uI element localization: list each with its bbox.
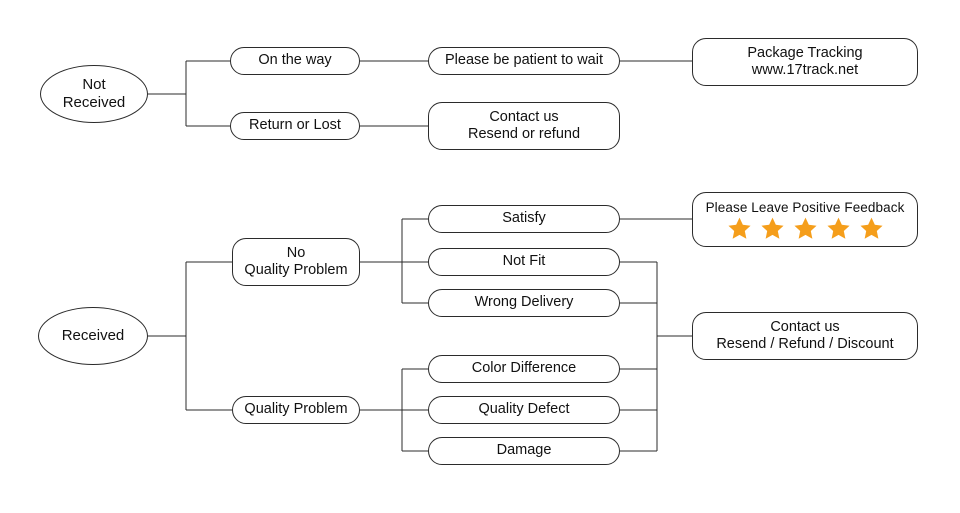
feedback-title: Please Leave Positive Feedback [705,199,905,215]
node-damage[interactable]: Damage [428,437,620,465]
node-contact-us-resend-refund-discount[interactable]: Contact us Resend / Refund / Discount [692,312,918,360]
node-return-or-lost[interactable]: Return or Lost [230,112,360,140]
star-icon [793,218,817,240]
node-not-received[interactable]: Not Received [40,65,148,123]
node-satisfy[interactable]: Satisfy [428,205,620,233]
node-quality-defect[interactable]: Quality Defect [428,396,620,424]
star-rating[interactable] [727,216,884,241]
node-contact-us-resend-or-refund[interactable]: Contact us Resend or refund [428,102,620,150]
star-icon [826,218,850,240]
star-icon [859,218,883,240]
node-positive-feedback[interactable]: Please Leave Positive Feedback [692,192,918,247]
star-icon [727,218,751,240]
node-not-fit[interactable]: Not Fit [428,248,620,276]
node-please-be-patient-to-wait[interactable]: Please be patient to wait [428,47,620,75]
node-color-difference[interactable]: Color Difference [428,355,620,383]
node-quality-problem[interactable]: Quality Problem [232,396,360,424]
node-received[interactable]: Received [38,307,148,365]
node-package-tracking[interactable]: Package Tracking www.17track.net [692,38,918,86]
star-icon [760,218,784,240]
node-on-the-way[interactable]: On the way [230,47,360,75]
node-wrong-delivery[interactable]: Wrong Delivery [428,289,620,317]
node-no-quality-problem[interactable]: No Quality Problem [232,238,360,286]
